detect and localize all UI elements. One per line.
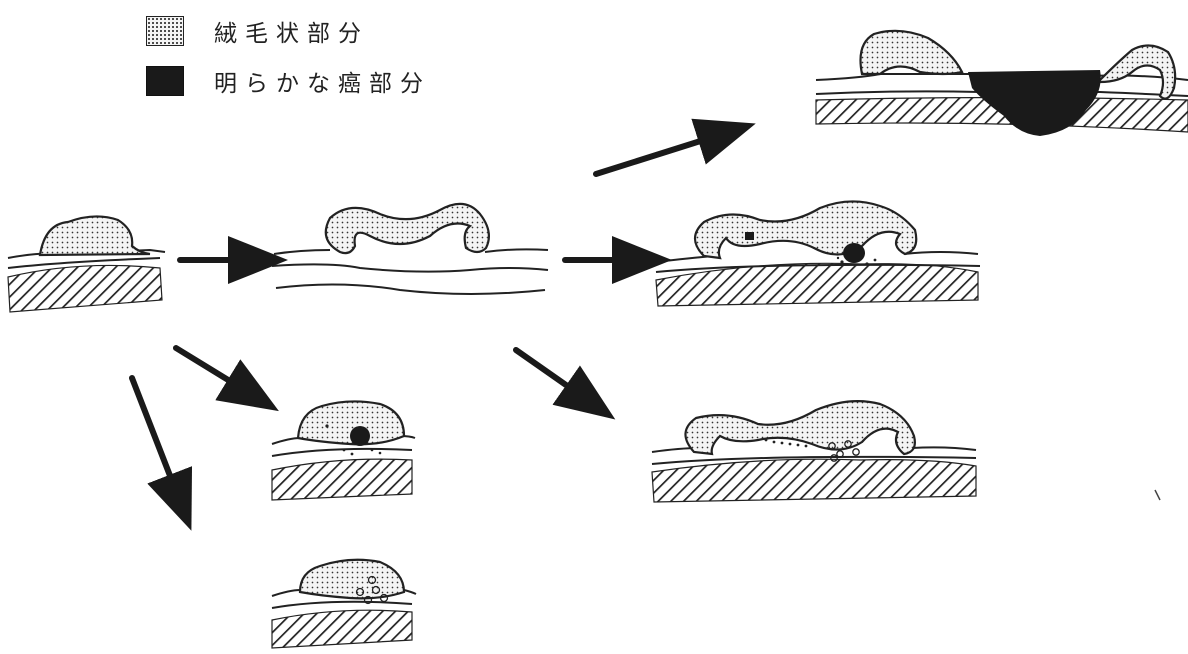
mucosa-line-lower [272,449,412,456]
arrow-to-large-clusters [516,350,576,392]
mucosa-line [274,250,330,254]
villous-tumor [685,401,914,454]
arrow-to-cell-clusters [132,378,174,486]
stage-4-invasive-cancer [816,31,1188,136]
progression-arrows [132,138,710,486]
hatched-muscle-layer [656,263,978,306]
mucosa-line-lower [272,602,412,608]
arrow-to-small-focus [176,348,238,386]
branch-cell-clusters [272,560,416,648]
stage-1-initial-lesion [8,216,165,312]
branch-large-cell-clusters [652,401,976,502]
small-cancer-focus [745,232,754,240]
stray-mark [1155,490,1160,500]
villous-tumor-left [861,31,963,74]
submucosa-line-upper [272,264,548,271]
submucosa-line-lower [276,284,545,294]
branch-small-cancer-focus [272,401,415,500]
arrow-to-invasive [596,138,710,174]
hatched-muscle-layer [272,459,412,500]
villous-tumor-right [1100,45,1175,98]
villous-tumor [695,201,916,258]
villous-tumor [300,560,404,599]
cancer-focus [843,243,865,263]
mucosa-line-right [904,252,978,254]
stage-3-early-cancer [656,201,980,306]
mucosa-line-right [485,249,548,252]
hatched-muscle-layer [272,610,412,648]
villous-tumor [326,204,489,253]
villous-tumor [40,216,150,255]
cancer-focus [350,426,370,446]
hatched-muscle-layer [652,459,976,502]
stage-2-enlarged-lesion [272,204,548,294]
hatched-muscle-layer [8,265,162,312]
